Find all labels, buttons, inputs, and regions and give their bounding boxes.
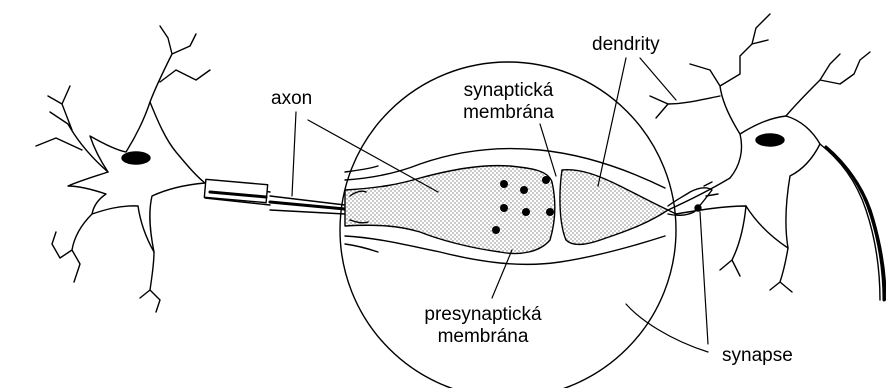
presyn-leader <box>492 250 512 298</box>
right-neuron <box>650 14 886 300</box>
postsynaptic-dendrite <box>560 170 668 245</box>
label-presynapticka-line2: membrána <box>408 326 558 348</box>
right-neuron-body <box>668 116 820 248</box>
axon-leader-a <box>292 112 296 196</box>
label-axon: axon <box>271 88 312 110</box>
left-neuron-nucleus <box>122 152 150 164</box>
label-presynapticka-membrana: presynaptická membrána <box>408 304 558 348</box>
label-synapticka-membrana: synaptická membrána <box>446 80 571 124</box>
right-neuron-nucleus <box>756 134 784 146</box>
left-neuron-body <box>68 102 205 252</box>
label-synapticka-line2: membrána <box>446 102 571 124</box>
dendrity-leader-b <box>640 58 676 100</box>
synapse-leader-b <box>626 304 708 352</box>
dendrity-leader-a <box>598 58 626 186</box>
label-dendrity: dendrity <box>592 34 660 56</box>
label-synapse: synapse <box>722 345 793 367</box>
left-neuron <box>36 26 345 312</box>
label-synapticka-line1: synaptická <box>446 80 571 102</box>
synapse-leader-a <box>700 212 708 344</box>
label-presynapticka-line1: presynaptická <box>408 304 558 326</box>
